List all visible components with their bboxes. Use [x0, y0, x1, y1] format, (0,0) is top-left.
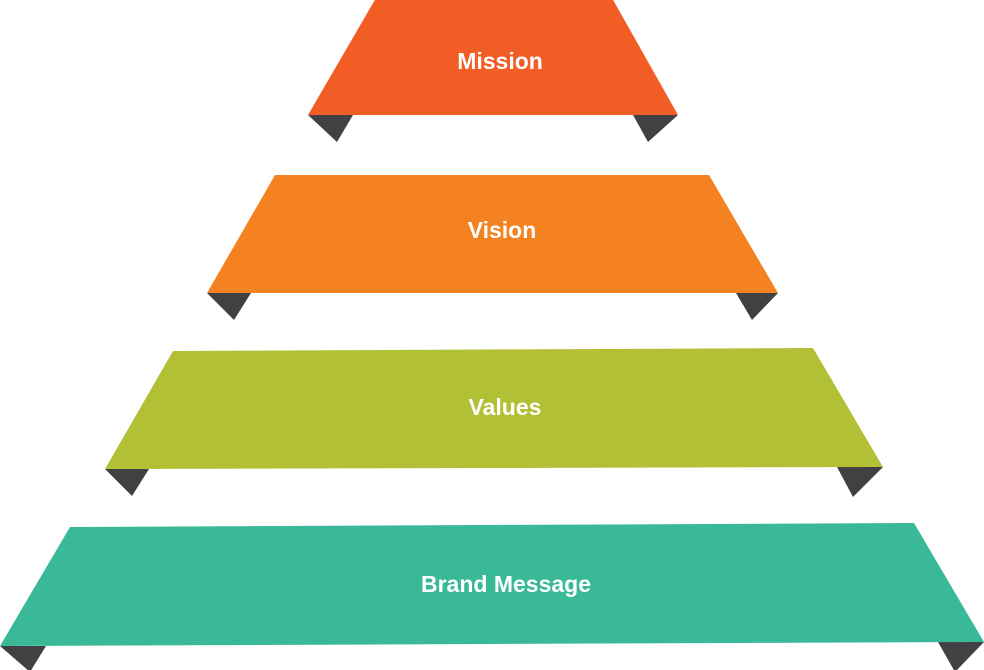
- brand-message-fold-right: [938, 642, 984, 670]
- vision-fold-left: [207, 293, 251, 320]
- pyramid-level-values: Values: [105, 348, 883, 497]
- pyramid-level-mission: Mission: [308, 0, 678, 142]
- vision-fold-right: [736, 293, 778, 320]
- mission-fold-left: [308, 115, 353, 142]
- values-band: [105, 348, 883, 469]
- vision-band: [207, 175, 778, 293]
- mission-label: Mission: [457, 48, 543, 74]
- brand-message-label: Brand Message: [421, 571, 591, 597]
- brand-message-fold-left: [0, 646, 46, 670]
- vision-label: Vision: [468, 217, 537, 243]
- values-fold-left: [105, 469, 149, 496]
- pyramid-level-brand-message: Brand Message: [0, 523, 984, 670]
- brand-message-band: [0, 523, 984, 646]
- values-label: Values: [469, 394, 542, 420]
- pyramid-level-vision: Vision: [207, 175, 778, 320]
- mission-band: [308, 0, 678, 115]
- mission-fold-right: [633, 115, 678, 142]
- values-fold-right: [837, 467, 883, 497]
